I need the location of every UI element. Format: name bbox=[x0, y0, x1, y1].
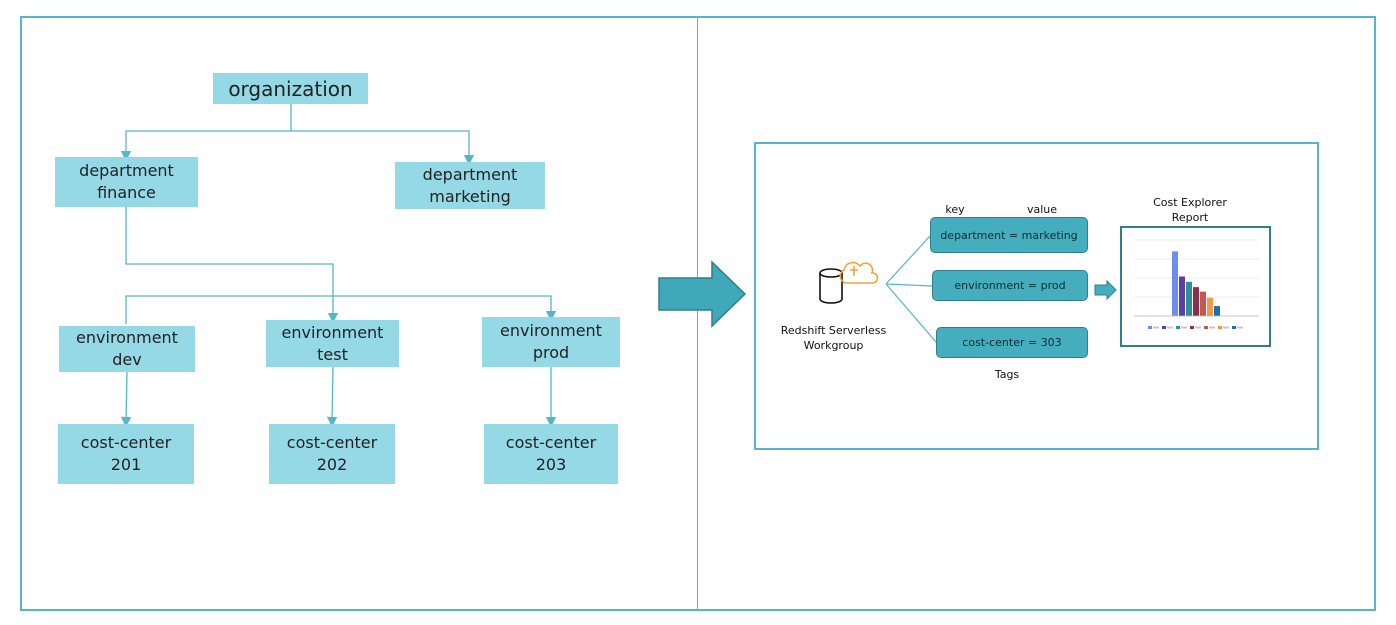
legend-text bbox=[1167, 326, 1173, 329]
legend-swatch bbox=[1218, 326, 1222, 329]
tagging-panel bbox=[754, 142, 1319, 450]
cloud-icon bbox=[839, 261, 879, 284]
cost-center-203-node: cost-center 203 bbox=[484, 424, 618, 484]
legend-text bbox=[1237, 326, 1243, 329]
connector-dev-201 bbox=[120, 370, 132, 428]
connector-test-202 bbox=[326, 366, 338, 428]
connector-org-finance bbox=[120, 104, 292, 162]
chart-bar bbox=[1186, 281, 1192, 316]
legend-text bbox=[1195, 326, 1201, 329]
cost-center-202-node: cost-center 202 bbox=[269, 424, 395, 484]
chart-bar bbox=[1200, 291, 1206, 316]
department-finance-node: department finance bbox=[55, 157, 198, 207]
tag-department: department = marketing bbox=[930, 217, 1088, 253]
environment-dev-node: environment dev bbox=[59, 326, 195, 372]
chart-bar bbox=[1172, 251, 1178, 316]
report-title: Cost Explorer Report bbox=[1153, 196, 1227, 224]
legend-swatch bbox=[1204, 326, 1208, 329]
connector-tag-2 bbox=[885, 283, 933, 287]
connector-finance-test bbox=[125, 207, 339, 324]
report-chart bbox=[1134, 239, 1259, 329]
organization-node: organization bbox=[213, 73, 368, 104]
chart-bar bbox=[1207, 297, 1213, 316]
legend-swatch bbox=[1162, 326, 1166, 329]
connector-tag-1 bbox=[885, 235, 931, 285]
legend-swatch bbox=[1190, 326, 1194, 329]
value-label: value bbox=[1026, 203, 1058, 216]
database-icon bbox=[819, 268, 843, 304]
key-label: key bbox=[945, 203, 965, 216]
legend-swatch bbox=[1232, 326, 1236, 329]
department-marketing-node: department marketing bbox=[395, 162, 545, 209]
center-divider bbox=[697, 16, 698, 611]
cost-explorer-report bbox=[1120, 226, 1271, 347]
tag-environment: environment = prod bbox=[932, 270, 1088, 301]
legend-text bbox=[1153, 326, 1159, 329]
legend-text bbox=[1181, 326, 1187, 329]
connector-tag-3 bbox=[885, 283, 937, 343]
transform-arrow bbox=[658, 260, 747, 328]
chart-bar bbox=[1214, 306, 1220, 316]
connector-org-marketing bbox=[291, 130, 475, 166]
legend-swatch bbox=[1176, 326, 1180, 329]
report-arrow bbox=[1094, 279, 1117, 301]
legend-swatch bbox=[1148, 326, 1152, 329]
legend-text bbox=[1209, 326, 1215, 329]
legend-text bbox=[1223, 326, 1229, 329]
workgroup-label: Redshift Serverless Workgroup bbox=[780, 324, 887, 352]
tags-label: Tags bbox=[994, 368, 1020, 381]
chart-bar bbox=[1193, 287, 1199, 316]
environment-test-node: environment test bbox=[266, 320, 399, 367]
connector-env-bus bbox=[125, 295, 557, 324]
environment-prod-node: environment prod bbox=[482, 317, 620, 367]
outer-frame bbox=[20, 16, 1376, 611]
tag-cost-center: cost-center = 303 bbox=[936, 327, 1088, 358]
chart-bar bbox=[1179, 276, 1185, 316]
cost-center-201-node: cost-center 201 bbox=[58, 424, 194, 484]
